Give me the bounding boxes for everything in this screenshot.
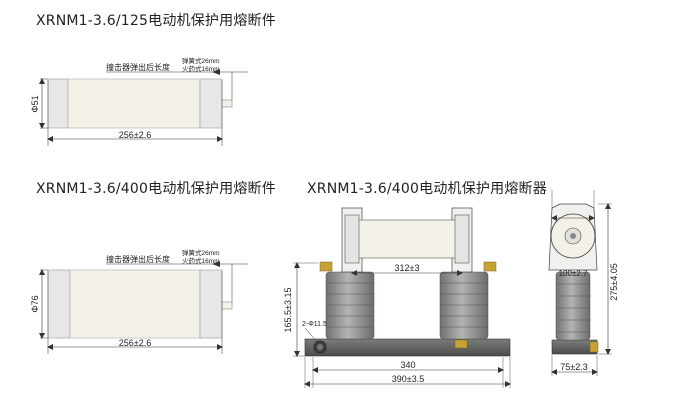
fuse-125-body [67, 78, 201, 129]
fuse-125-striker-pin [221, 99, 233, 108]
side-base-width-label: 75±2.3 [560, 362, 587, 372]
title-fuse-125: XRNM1-3.6/125电动机保护用熔断件 [36, 13, 276, 29]
front-right-terminal [483, 261, 497, 272]
fuse-400-left-cap [47, 269, 71, 339]
front-left-terminal [319, 261, 333, 272]
side-height-label: 275±4.05 [609, 263, 619, 300]
title-fuse-400: XRNM1-3.6/400电动机保护用熔断件 [36, 181, 276, 197]
breaker-front-view: 312±3 165.5±3.15 2-Φ11.5 340 390±3.5 [283, 207, 511, 388]
side-terminal [589, 341, 599, 353]
fuse-400-powder-label: 火药式16mm [182, 256, 220, 265]
fuse-400-diameter-label: Φ76 [30, 295, 40, 312]
breaker-side-view: 100±2.7 275±4.05 75±2.3 [548, 190, 619, 376]
front-base-plate [304, 338, 511, 357]
fuse-125-diameter-label: Φ51 [30, 95, 40, 112]
front-hole-label: 2-Φ11.5 [302, 321, 327, 328]
front-right-insulator [439, 271, 489, 340]
fuse-125-right-cap [199, 78, 223, 129]
front-fuse-tube [354, 219, 464, 259]
fuse-125-powder-label: 火药式16mm [182, 64, 220, 73]
fuse-125-length-label: 256±2.6 [119, 130, 151, 140]
front-span-label: 312±3 [395, 263, 420, 273]
fuse-125-drawing: 256±2.6 Φ51 撞击器弹出后长度 弹簧式26mm 火药式16mm [30, 56, 248, 146]
front-left-insulator [325, 271, 375, 340]
front-base-inner-label: 340 [400, 360, 415, 370]
fuse-400-spring-label: 弹簧式26mm [182, 248, 220, 257]
fuse-400-body [69, 269, 201, 339]
fuse-400-drawing: 256±2.6 Φ76 撞击器弹出后长度 弹簧式26mm 火药式16mm [30, 248, 248, 354]
fuse-400-length-label: 256±2.6 [119, 338, 151, 348]
fuse-400-striker-label: 撞击器弹出后长度 [106, 254, 170, 264]
front-base-outer-label: 390±3.5 [392, 374, 424, 384]
fuse-400-right-cap [199, 269, 223, 339]
fuse-400-striker-pin [221, 301, 233, 310]
title-breaker-400: XRNM1-3.6/400电动机保护用熔断器 [307, 181, 547, 197]
front-height-label: 165.5±3.15 [283, 288, 293, 333]
fuse-125-left-cap [47, 78, 69, 129]
front-ground-terminal [454, 339, 468, 349]
fuse-125-striker-label: 撞击器弹出后长度 [106, 62, 170, 72]
side-top-width-label: 100±2.7 [559, 269, 588, 278]
fuse-125-spring-label: 弹簧式26mm [182, 56, 220, 65]
side-insulator [555, 271, 591, 341]
